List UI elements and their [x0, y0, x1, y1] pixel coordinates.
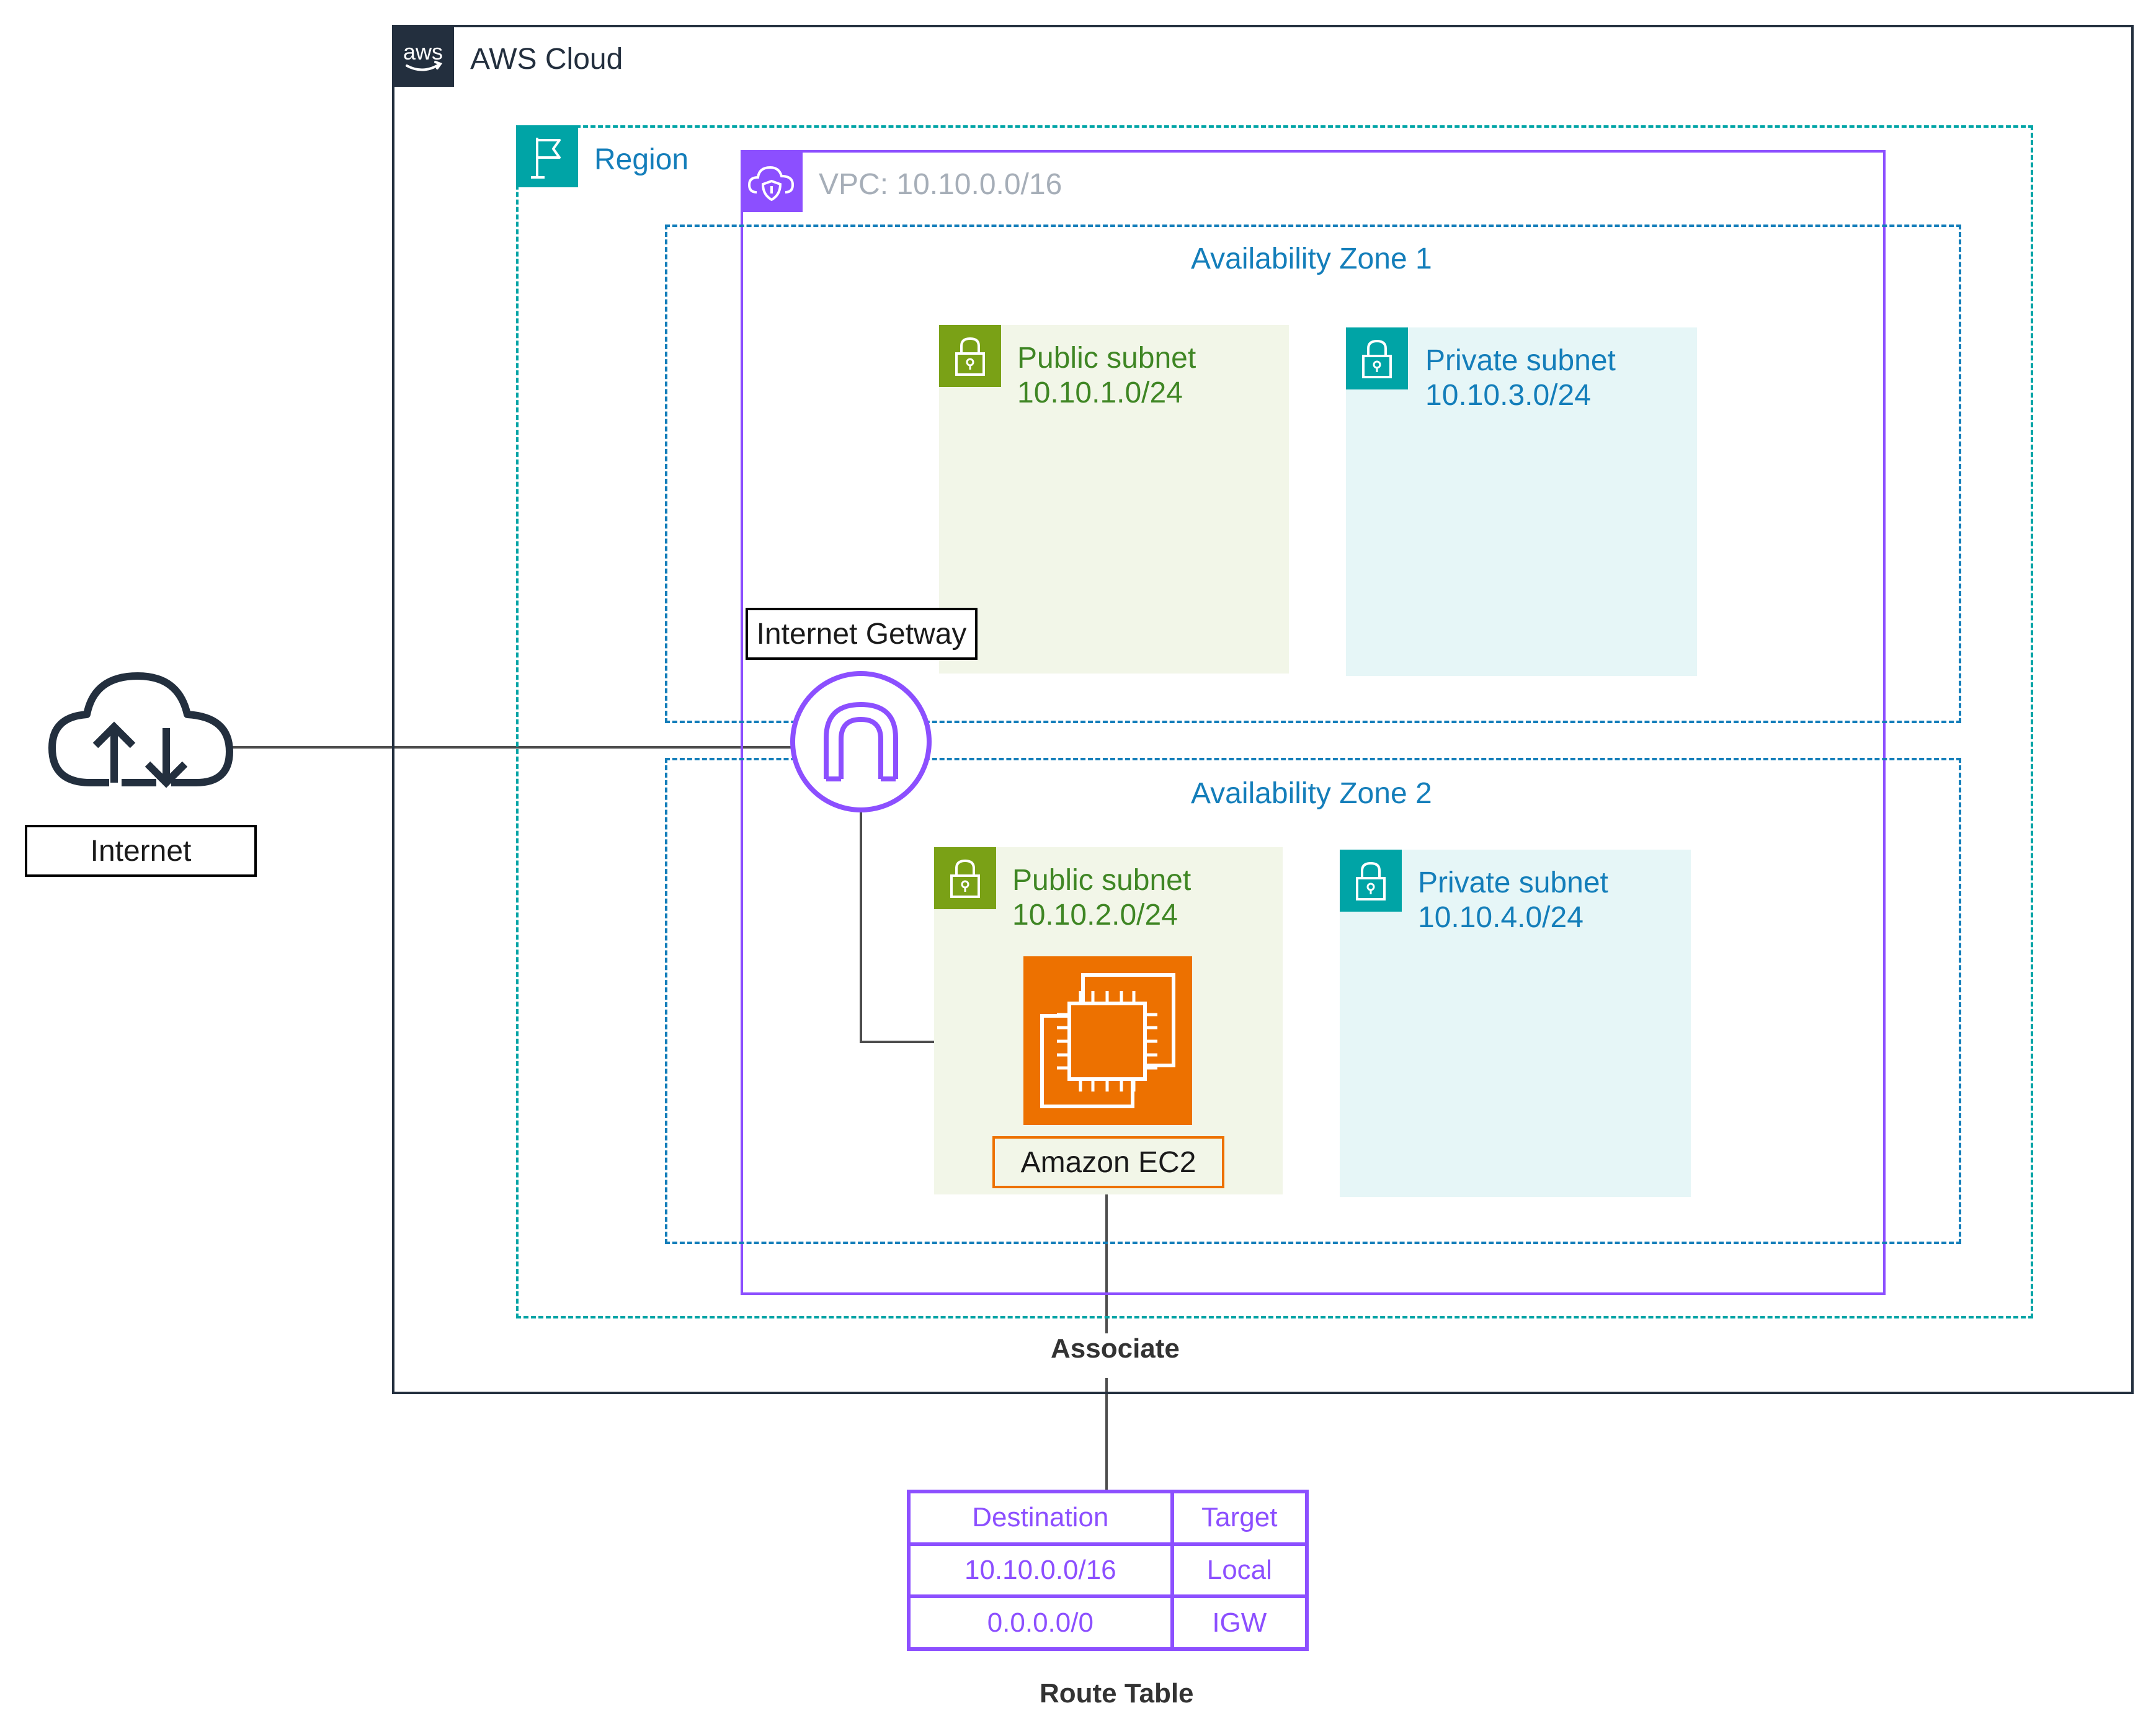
route-table-cell: 10.10.0.0/16 — [907, 1542, 1174, 1599]
lock-icon — [934, 847, 996, 909]
private-subnet-2-name: Private subnet — [1418, 866, 1608, 899]
private-subnet-1-name: Private subnet — [1425, 344, 1616, 377]
public-subnet-2-cidr: 10.10.2.0/24 — [1012, 899, 1178, 931]
table-row: 0.0.0.0/0 IGW — [907, 1594, 1309, 1651]
associate-label: Associate — [1047, 1333, 1183, 1365]
aws-cloud-label: AWS Cloud — [470, 43, 623, 76]
public-subnet-1-name: Public subnet — [1017, 342, 1196, 375]
availability-zone-2-label: Availability Zone 2 — [1191, 777, 1432, 810]
availability-zone-2 — [665, 758, 1961, 1244]
internet-gateway-label: Internet Getway — [746, 608, 978, 660]
lock-icon — [1346, 327, 1408, 389]
vpc-cloud-shield-icon — [741, 150, 803, 212]
availability-zone-1 — [665, 225, 1961, 723]
region-label: Region — [594, 143, 689, 176]
private-subnet-1-cidr: 10.10.3.0/24 — [1425, 379, 1591, 412]
internet-gateway-icon[interactable] — [789, 670, 933, 814]
private-subnet-2-cidr: 10.10.4.0/24 — [1418, 901, 1584, 934]
route-table: Destination Target 10.10.0.0/16 Local 0.… — [907, 1490, 1309, 1651]
route-table-cell: 0.0.0.0/0 — [907, 1594, 1174, 1651]
table-row: 10.10.0.0/16 Local — [907, 1542, 1309, 1599]
route-table-header-target: Target — [1170, 1490, 1309, 1546]
route-table-header-destination: Destination — [907, 1490, 1174, 1546]
table-row: Destination Target — [907, 1490, 1309, 1546]
region-group — [516, 125, 2033, 1318]
lock-icon — [1340, 850, 1402, 912]
route-table-title: Route Table — [1040, 1678, 1194, 1709]
ec2-instance-icon[interactable] — [1023, 956, 1192, 1125]
availability-zone-1-label: Availability Zone 1 — [1191, 242, 1432, 275]
public-subnet-2-name: Public subnet — [1012, 864, 1192, 897]
ec2-label: Amazon EC2 — [992, 1136, 1224, 1188]
route-table-cell: IGW — [1170, 1594, 1309, 1651]
route-table-cell: Local — [1170, 1542, 1309, 1599]
vpc-label: VPC: 10.10.0.0/16 — [819, 168, 1062, 201]
internet-label: Internet — [25, 825, 257, 877]
public-subnet-1-cidr: 10.10.1.0/24 — [1017, 376, 1183, 409]
lock-icon — [939, 325, 1001, 387]
svg-text:aws: aws — [403, 39, 443, 64]
aws-cloud-group — [392, 25, 2134, 1394]
aws-logo-icon: aws — [392, 25, 454, 87]
flag-icon — [516, 125, 578, 187]
cloud-upload-download-icon[interactable] — [47, 667, 233, 791]
